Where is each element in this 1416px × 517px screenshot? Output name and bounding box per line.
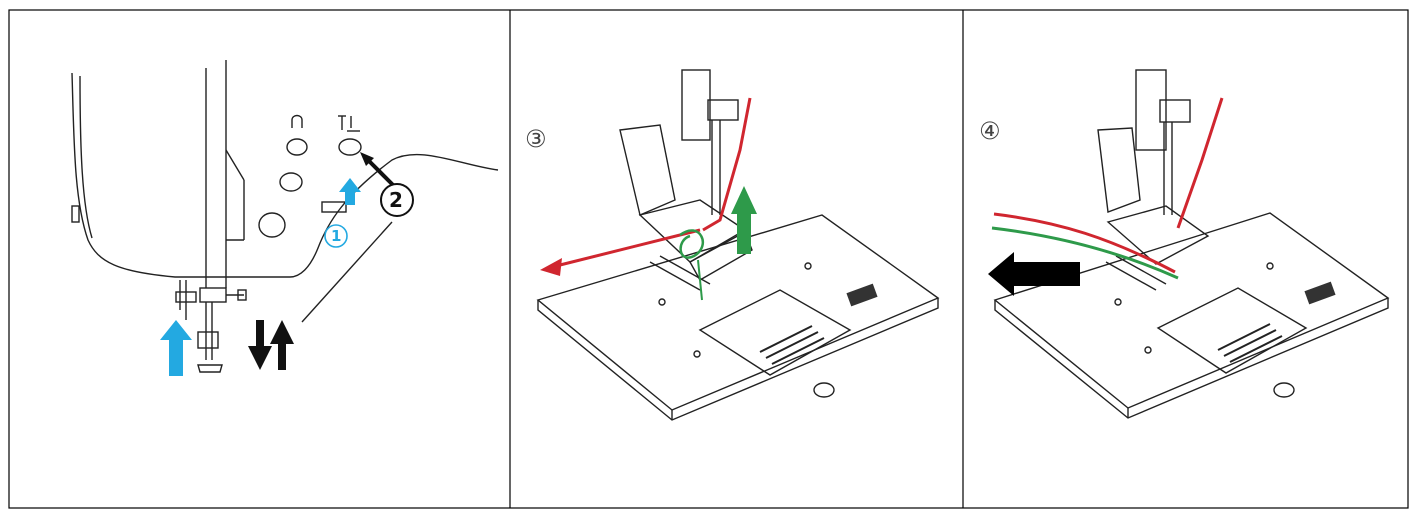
callout-1-label: 1 [331, 227, 342, 245]
bobbin-cover [698, 289, 852, 376]
callout-1-circle [324, 224, 348, 248]
step-3-label: ③ [525, 125, 547, 153]
button-1 [286, 138, 308, 156]
callout-arrow [366, 158, 395, 187]
table-outer-border [8, 9, 1409, 509]
black-left-arrow-icon [988, 252, 1080, 296]
panel-3-needle-plate [993, 69, 1390, 419]
needle-position-button [338, 138, 362, 156]
button-2 [279, 172, 303, 192]
lever-slot [321, 201, 347, 213]
leader-line [301, 221, 393, 323]
panel-2-needle-plate [536, 69, 940, 421]
step-4-label: ④ [979, 117, 1001, 145]
red-pull-arrow-icon [540, 258, 562, 276]
up-down-arrows-icon [248, 320, 294, 370]
bobbin-thread-loop [679, 229, 705, 259]
button-3 [258, 212, 286, 238]
green-up-arrow-icon [731, 186, 757, 254]
panel-1-machine-head [71, 60, 499, 373]
blue-up-arrow-icon [160, 178, 361, 376]
callout-2-label: 2 [389, 188, 403, 212]
upper-thread [702, 97, 752, 232]
needle-position-icon [338, 115, 360, 132]
presser-foot-lever-icon [291, 114, 303, 128]
callout-2-circle [380, 183, 414, 217]
